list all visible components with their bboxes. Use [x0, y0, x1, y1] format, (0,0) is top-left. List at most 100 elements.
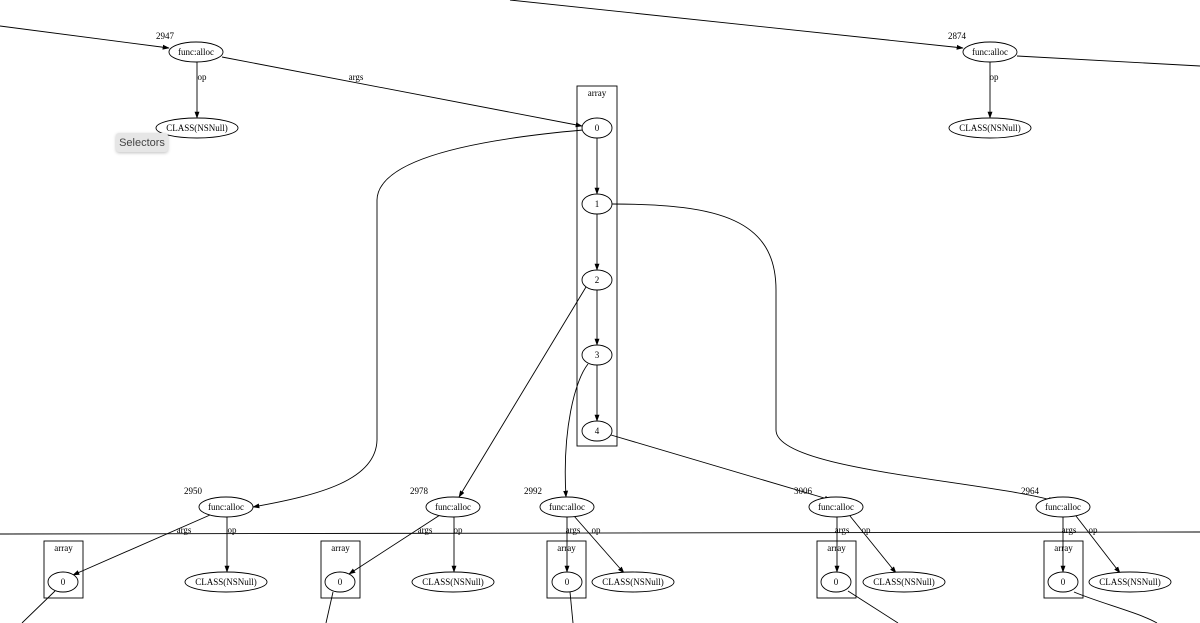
edge-e-2978-args: args: [348, 514, 441, 575]
edge-path: [569, 591, 574, 623]
node-ellipse: [47, 571, 79, 593]
edge-path: [509, 0, 964, 50]
cluster-c-2964: array: [1043, 540, 1084, 599]
node-n2978[interactable]: CLASS(NSNull): [411, 571, 495, 593]
edge-label: op: [198, 72, 208, 82]
edge-e-a3-2992: [563, 363, 589, 498]
node-b2950[interactable]: 0: [47, 571, 79, 593]
edge-e-2947-op: op: [194, 62, 208, 119]
node-b2992[interactable]: 0: [551, 571, 583, 593]
node-n2947[interactable]: CLASS(NSNull): [155, 117, 239, 139]
node-b3006[interactable]: 0: [820, 571, 852, 593]
cluster-c-2978: array: [320, 540, 361, 599]
node-a4[interactable]: 4: [581, 420, 613, 442]
edge-e-3006-op: op: [849, 515, 897, 574]
node-a1[interactable]: 1: [581, 193, 613, 215]
node-n3006[interactable]: CLASS(NSNull): [862, 571, 946, 593]
node-ellipse: [581, 269, 613, 291]
edge-e-a0-2950: [252, 129, 584, 509]
node-label: func:alloc: [818, 502, 854, 512]
node-ellipse: [1035, 496, 1091, 518]
node-a3[interactable]: 3: [581, 344, 613, 366]
edge-label: op: [862, 525, 872, 535]
node-ellipse: [155, 117, 239, 139]
cluster-c-2950: array: [43, 540, 84, 599]
edge-label: op: [592, 525, 602, 535]
edge-e-out-2992: [569, 591, 574, 623]
node-n2992[interactable]: CLASS(NSNull): [591, 571, 675, 593]
node-ellipse: [551, 571, 583, 593]
node-ellipse: [820, 571, 852, 593]
edge-path: [1075, 515, 1121, 574]
node-label: 0: [338, 577, 343, 587]
cluster-label: array: [54, 543, 73, 553]
node-label: 1: [595, 199, 600, 209]
node-ellipse: [168, 41, 224, 63]
node-label: CLASS(NSNull): [602, 577, 664, 587]
edge-path: [221, 56, 583, 128]
edge-e-2992-op: op: [573, 515, 625, 574]
node-label: func:alloc: [178, 47, 214, 57]
node-a2[interactable]: 2: [581, 269, 613, 291]
node-number: 3006: [794, 486, 813, 496]
edge-e-long-top: [1016, 55, 1200, 67]
cluster-label: array: [331, 543, 350, 553]
node-b2964[interactable]: 0: [1047, 571, 1079, 593]
edge-label: op: [454, 525, 464, 535]
node-ellipse: [411, 571, 495, 593]
edge-path: [0, 531, 1200, 535]
edge-e-3006-args: args: [834, 517, 850, 573]
edge-e-a1-2964: [611, 203, 1056, 502]
cluster-label: array: [1054, 543, 1073, 553]
edge-label: op: [1089, 525, 1099, 535]
node-label: 3: [595, 350, 600, 360]
node-n2950[interactable]: CLASS(NSNull): [184, 571, 268, 593]
edge-path: [325, 591, 334, 623]
edge-path: [72, 514, 211, 576]
edge-e-out-2950: [21, 590, 56, 623]
edge-e-2964-args: args: [1060, 517, 1077, 573]
node-label: 0: [595, 123, 600, 133]
node-label: 0: [834, 577, 839, 587]
node-n2874[interactable]: CLASS(NSNull): [948, 117, 1032, 139]
cluster-box: [576, 85, 618, 447]
node-label: CLASS(NSNull): [166, 123, 228, 133]
node-label: 0: [1061, 577, 1066, 587]
node-label: CLASS(NSNull): [1099, 577, 1161, 587]
edge-e-out-2964: [1073, 591, 1158, 623]
node-ellipse: [539, 496, 595, 518]
edge-e-2947-args: args: [221, 56, 583, 128]
edge-path: [573, 515, 625, 574]
edge-path: [21, 590, 56, 623]
node-n2964[interactable]: CLASS(NSNull): [1088, 571, 1172, 593]
selectors-button[interactable]: Selectors: [116, 133, 168, 152]
edge-path: [348, 514, 441, 575]
node-label: func:alloc: [435, 502, 471, 512]
edge-path: [252, 129, 584, 509]
node-ellipse: [198, 496, 254, 518]
node-label: 0: [565, 577, 570, 587]
node-ellipse: [324, 571, 356, 593]
edge-e-2992-args: args: [564, 517, 581, 573]
edge-path: [1073, 591, 1158, 623]
edge-label: args: [418, 525, 433, 535]
edge-path: [610, 434, 832, 501]
node-ellipse: [425, 496, 481, 518]
edge-label: op: [990, 72, 1000, 82]
node-ellipse: [581, 117, 613, 139]
node-label: 0: [61, 577, 66, 587]
node-b2978[interactable]: 0: [324, 571, 356, 593]
node-number: 2964: [1021, 486, 1040, 496]
node-f3006[interactable]: func:alloc 3006: [794, 486, 864, 518]
edge-e-out-3006: [847, 590, 899, 623]
node-ellipse: [581, 344, 613, 366]
node-a0[interactable]: 0: [581, 117, 613, 139]
node-label: CLASS(NSNull): [195, 577, 257, 587]
